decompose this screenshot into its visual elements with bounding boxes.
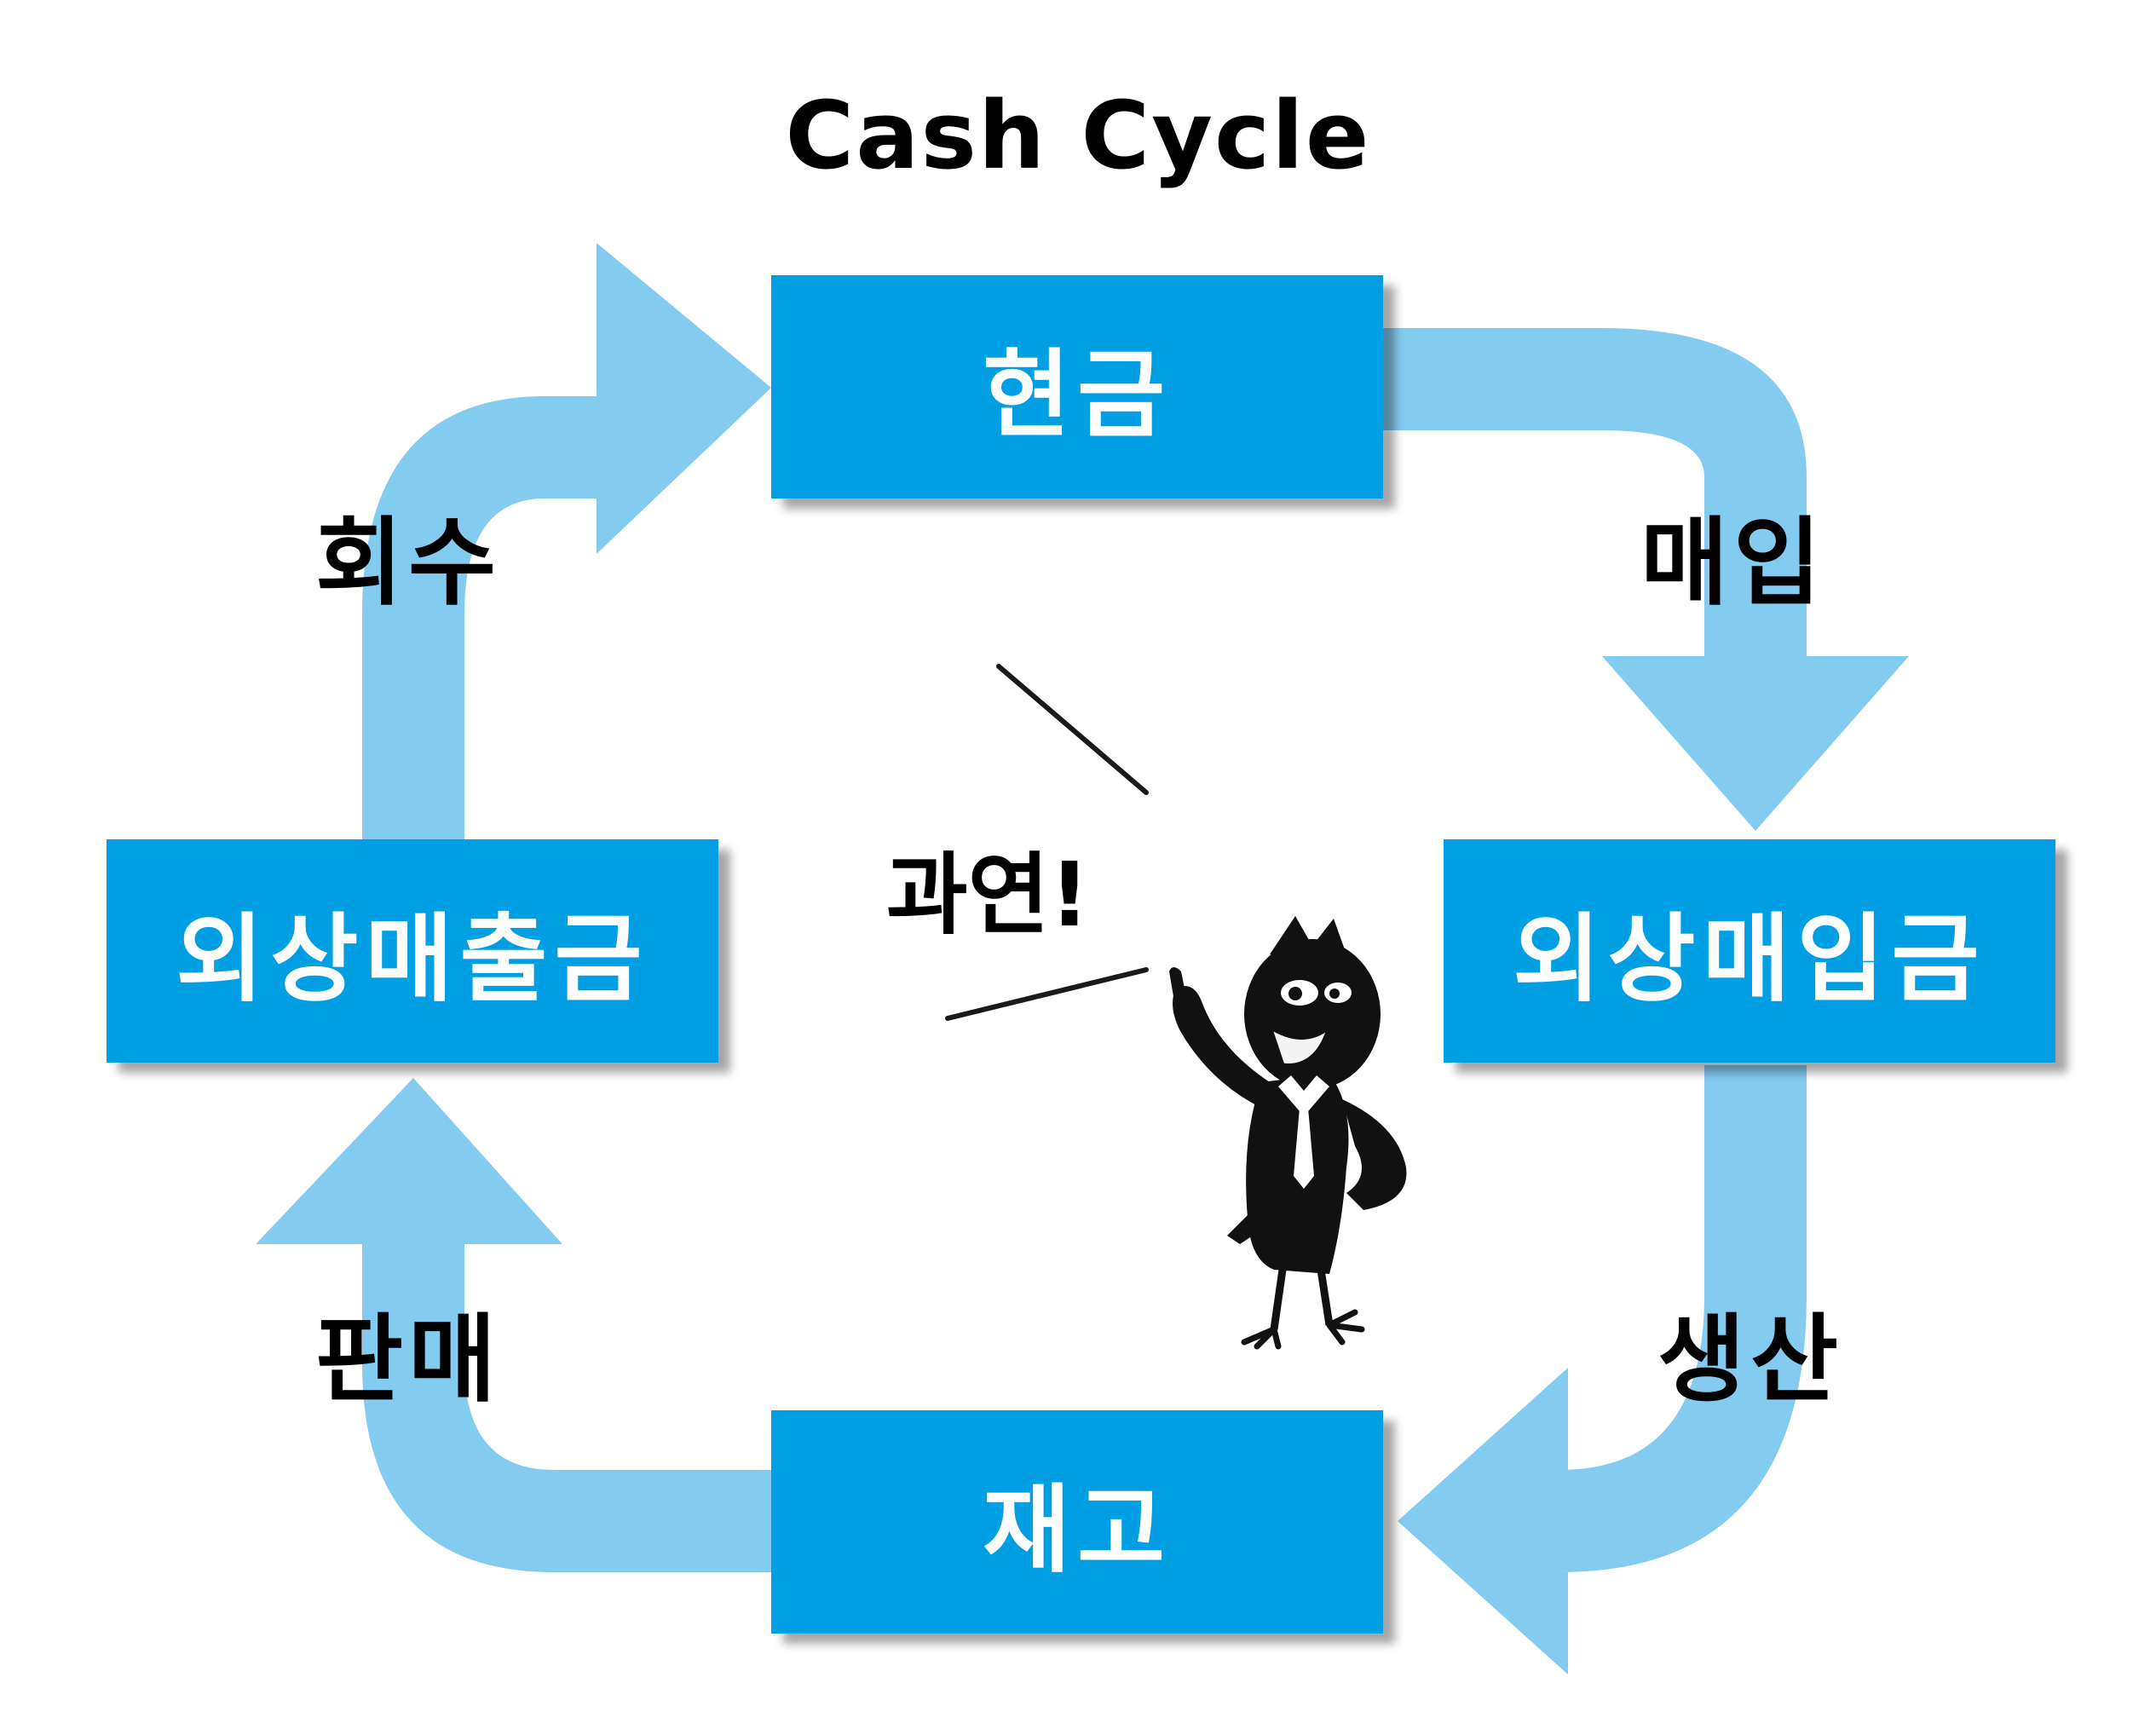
edge-label-production: 생산 [1657,1305,1844,1415]
node-inventory: 재고 [771,1410,1383,1634]
arrow-sales [256,1078,771,1572]
edge-label-sales: 판매 [315,1305,502,1415]
bird-character-icon [1169,916,1407,1350]
edge-label-purchase: 매입 [1640,508,1827,619]
node-accounts-receivable: 외상매출금 [107,839,718,1063]
arrow-production [1398,1065,1807,1674]
node-cash-label: 현금 [982,340,1173,451]
diagram-title: Cash Cycle [785,81,1371,190]
node-cash: 현금 [771,275,1383,499]
arrow-collection [362,243,771,839]
node-accounts-payable: 외상매입금 [1444,839,2055,1063]
node-accounts-receivable-label: 외상매출금 [176,904,649,1015]
edge-label-collection: 회수 [315,508,502,619]
node-inventory-label: 재고 [982,1475,1173,1586]
speech-line-upper [996,664,1149,795]
speech-line-lower [945,967,1149,1021]
arrow-purchase [1381,328,1909,831]
speech-text: 과연! [886,843,1090,947]
node-accounts-payable-label: 외상매입금 [1513,904,1986,1015]
